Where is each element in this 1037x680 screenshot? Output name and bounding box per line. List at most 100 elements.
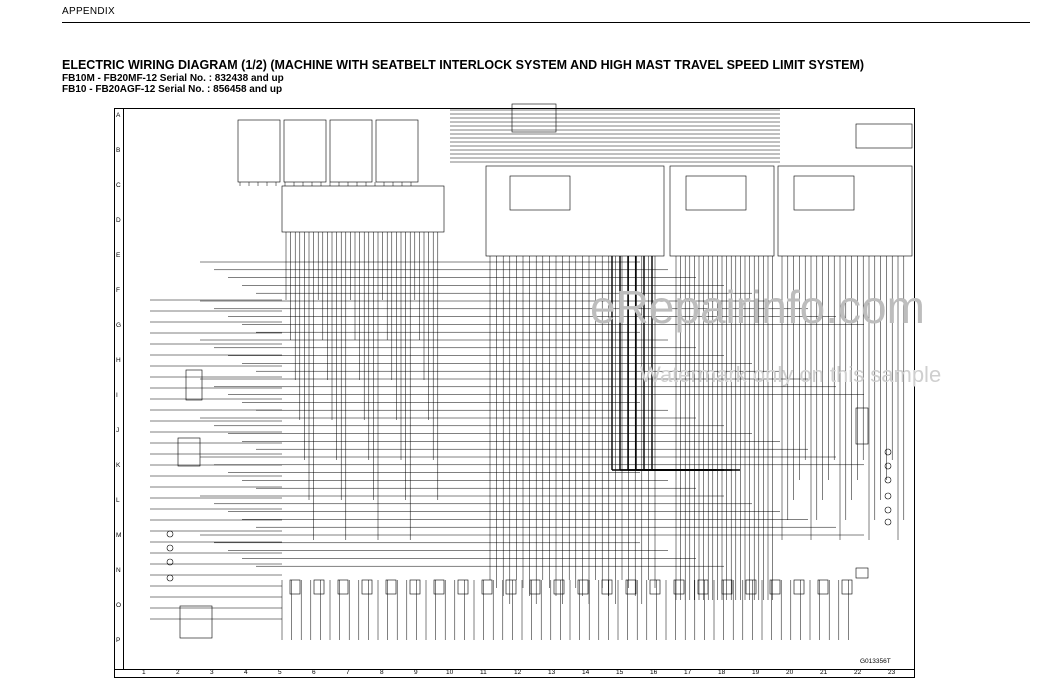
wire-harness: [150, 109, 905, 640]
controller-submodule: [509, 175, 571, 211]
bottom-connector: [721, 579, 733, 595]
bottom-connector: [433, 579, 445, 595]
controller-module: [669, 165, 775, 257]
column-label: 5: [278, 669, 282, 676]
row-label: J: [116, 427, 120, 434]
bottom-connector: [385, 579, 397, 595]
legend-box: [855, 123, 913, 149]
column-label: 15: [616, 669, 624, 676]
column-label: 23: [888, 669, 896, 676]
bottom-connector: [745, 579, 757, 595]
bottom-connector: [769, 579, 781, 595]
row-label-strip: [114, 108, 124, 669]
column-label: 11: [480, 669, 487, 676]
bottom-connector: [817, 579, 829, 595]
lamp-relay-box: [177, 437, 201, 467]
serial-subtitle-1: FB10M - FB20MF-12 Serial No. : 832438 an…: [62, 73, 284, 84]
column-label: 1: [142, 669, 146, 676]
column-label: 18: [718, 669, 726, 676]
relay-block: [179, 605, 213, 639]
row-label: I: [116, 392, 118, 399]
watermark-main: eRepairinfo.com: [590, 281, 925, 333]
lamp-symbol: [884, 506, 892, 514]
column-label: 8: [380, 669, 384, 676]
bottom-connector: [793, 579, 805, 595]
bottom-connector: [649, 579, 661, 595]
row-label: H: [116, 357, 121, 364]
bottom-connector: [481, 579, 493, 595]
row-label: G: [116, 322, 122, 329]
row-label: B: [116, 147, 121, 154]
column-label: 19: [752, 669, 760, 676]
row-label: O: [116, 602, 122, 609]
connector-block: [375, 119, 419, 183]
column-label: 10: [446, 669, 454, 676]
controller-submodule: [685, 175, 747, 211]
column-label: 14: [582, 669, 590, 676]
bottom-connector: [673, 579, 685, 595]
lamp-symbol: [166, 558, 174, 566]
bottom-connector: [577, 579, 589, 595]
bottom-connector: [337, 579, 349, 595]
lamp-symbol: [884, 448, 892, 456]
row-label: P: [116, 637, 121, 644]
lamp-symbol: [166, 530, 174, 538]
sub-connector: [855, 567, 869, 579]
lamp-symbol: [884, 518, 892, 526]
serial-subtitle-2: FB10 - FB20AGF-12 Serial No. : 856458 an…: [62, 84, 283, 95]
row-label: M: [116, 532, 122, 539]
bottom-connector: [841, 579, 853, 595]
bottom-connector: [601, 579, 613, 595]
row-label: A: [116, 112, 121, 119]
component-symbols: [166, 369, 892, 639]
column-label: 6: [312, 669, 316, 676]
bottom-connector: [361, 579, 373, 595]
valve-connector-block: [281, 185, 445, 233]
column-label: 12: [514, 669, 522, 676]
switch-connector: [185, 369, 203, 401]
column-label: 21: [820, 669, 828, 676]
header-section-label: APPENDIX: [62, 6, 115, 17]
controller-module: [485, 165, 665, 257]
row-label: F: [116, 287, 120, 294]
lamp-symbol: [884, 492, 892, 500]
diagram-code: G013356T: [860, 658, 891, 665]
side-connector: [855, 407, 869, 445]
column-label: 13: [548, 669, 556, 676]
controller-submodule: [793, 175, 855, 211]
bottom-connector: [409, 579, 421, 595]
watermark-sub: Watermark only on this sample: [640, 362, 942, 387]
header-rule: [62, 22, 1030, 23]
connector-block: [329, 119, 373, 183]
row-label: E: [116, 252, 121, 259]
row-label: L: [116, 497, 120, 504]
page-title: ELECTRIC WIRING DIAGRAM (1/2) (MACHINE W…: [62, 58, 865, 72]
column-label: 22: [854, 669, 862, 676]
bottom-connector: [529, 579, 541, 595]
column-label: 7: [346, 669, 350, 676]
row-label: D: [116, 217, 121, 224]
column-label: 17: [684, 669, 692, 676]
row-label: K: [116, 462, 121, 469]
column-label: 9: [414, 669, 418, 676]
column-label: 16: [650, 669, 658, 676]
bottom-connector: [505, 579, 517, 595]
row-label: N: [116, 567, 121, 574]
bottom-connector: [457, 579, 469, 595]
connector-block: [237, 119, 281, 183]
column-label: 20: [786, 669, 794, 676]
lamp-symbol: [884, 476, 892, 484]
column-label: 2: [176, 669, 180, 676]
column-label: 4: [244, 669, 248, 676]
lamp-symbol: [166, 544, 174, 552]
diagram-frame: [114, 108, 915, 678]
column-label: 3: [210, 669, 214, 676]
bottom-connector: [289, 579, 301, 595]
row-label: C: [116, 182, 121, 189]
controller-module: [777, 165, 913, 257]
connector-block: [283, 119, 327, 183]
bottom-connector: [697, 579, 709, 595]
bottom-connector: [313, 579, 325, 595]
column-label-strip: [114, 669, 915, 678]
